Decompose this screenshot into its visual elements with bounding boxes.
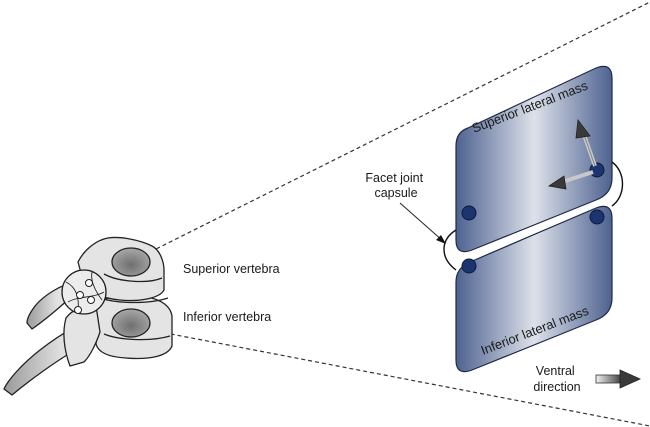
marker-dot xyxy=(461,258,477,274)
superior-lateral-mass[interactable] xyxy=(455,65,613,253)
label-ventral-direction: Ventral direction xyxy=(533,364,580,394)
inferior-vertebra-lamina xyxy=(63,304,101,367)
superior-foramen xyxy=(111,247,151,277)
vertebrae-illustration xyxy=(3,236,173,396)
label-facet-joint-capsule: Facet joint capsule xyxy=(365,171,426,200)
facet-pointer-line xyxy=(399,202,444,242)
facet-marker xyxy=(74,306,82,314)
projection-line-upper xyxy=(149,1,650,253)
inferior-foramen xyxy=(111,308,151,338)
marker-dot xyxy=(461,205,477,221)
axis-arrows-icon xyxy=(547,118,597,190)
facet-pointer-arrowhead xyxy=(436,235,446,244)
facet-marker xyxy=(76,291,84,299)
joint-capsule-left xyxy=(443,229,457,271)
inferior-lateral-mass[interactable] xyxy=(455,205,613,373)
right-arrow-icon xyxy=(595,369,641,389)
facet-marker xyxy=(85,279,93,287)
facet-region-circle xyxy=(61,269,107,315)
label-inferior-vertebra: Inferior vertebra xyxy=(183,310,271,324)
marker-dot xyxy=(589,209,605,225)
facet-marker xyxy=(87,296,95,304)
projection-line-lower xyxy=(149,329,650,427)
joint-capsule-right xyxy=(611,161,624,207)
marker-dot xyxy=(589,162,605,178)
label-superior-vertebra: Superior vertebra xyxy=(183,262,280,276)
